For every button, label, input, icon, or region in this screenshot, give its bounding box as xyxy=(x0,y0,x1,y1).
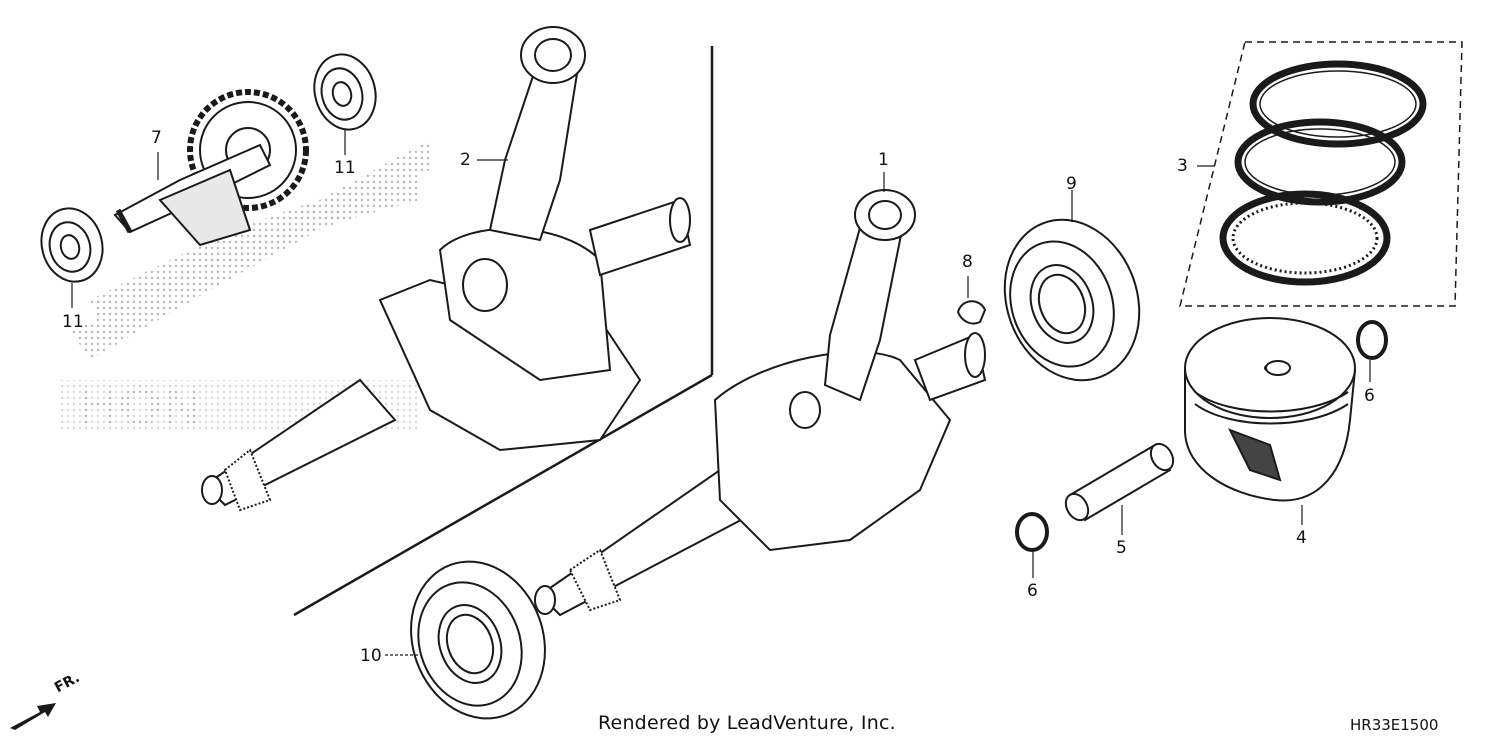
callout-6-pin-clip-left: 6 xyxy=(1027,581,1038,601)
callout-8: 8 xyxy=(962,252,973,272)
front-direction-arrow-icon xyxy=(10,703,56,730)
piston-ring-set xyxy=(1219,60,1427,286)
callout-6-pin-clip-right: 6 xyxy=(1364,386,1375,406)
bearing-9 xyxy=(1003,218,1141,382)
piston xyxy=(1184,317,1357,502)
balancer-shaft xyxy=(113,89,309,247)
boundary-lines xyxy=(293,46,714,617)
callout-2: 2 xyxy=(460,150,471,170)
callout-11-lower: 11 xyxy=(62,312,84,332)
bearing-10 xyxy=(410,560,546,720)
credit-text: Rendered by LeadVenture, Inc. xyxy=(598,712,896,734)
callout-9: 9 xyxy=(1066,174,1077,194)
bearing-11-upper xyxy=(313,53,377,131)
callout-7: 7 xyxy=(151,128,162,148)
callout-1: 1 xyxy=(878,150,889,170)
callout-3: 3 xyxy=(1177,156,1188,176)
honda-wing-watermark: HON xyxy=(60,140,430,437)
piston-pin-clips xyxy=(1015,320,1388,552)
svg-text:HON: HON xyxy=(78,374,202,437)
callout-4: 4 xyxy=(1296,528,1307,548)
callout-11-upper: 11 xyxy=(334,158,356,178)
leader-lines xyxy=(71,130,1371,656)
piston-pin xyxy=(1064,442,1175,522)
crankshaft-assembly-2 xyxy=(201,26,692,512)
diagram-code: HR33E1500 xyxy=(1350,716,1439,734)
callout-10: 10 xyxy=(360,646,382,666)
callout-5: 5 xyxy=(1116,538,1127,558)
piston-ring-set-box xyxy=(1179,41,1463,307)
bearing-11-lower xyxy=(40,207,104,283)
woodruff-key xyxy=(956,300,987,325)
crankshaft-assembly-1 xyxy=(534,189,987,617)
